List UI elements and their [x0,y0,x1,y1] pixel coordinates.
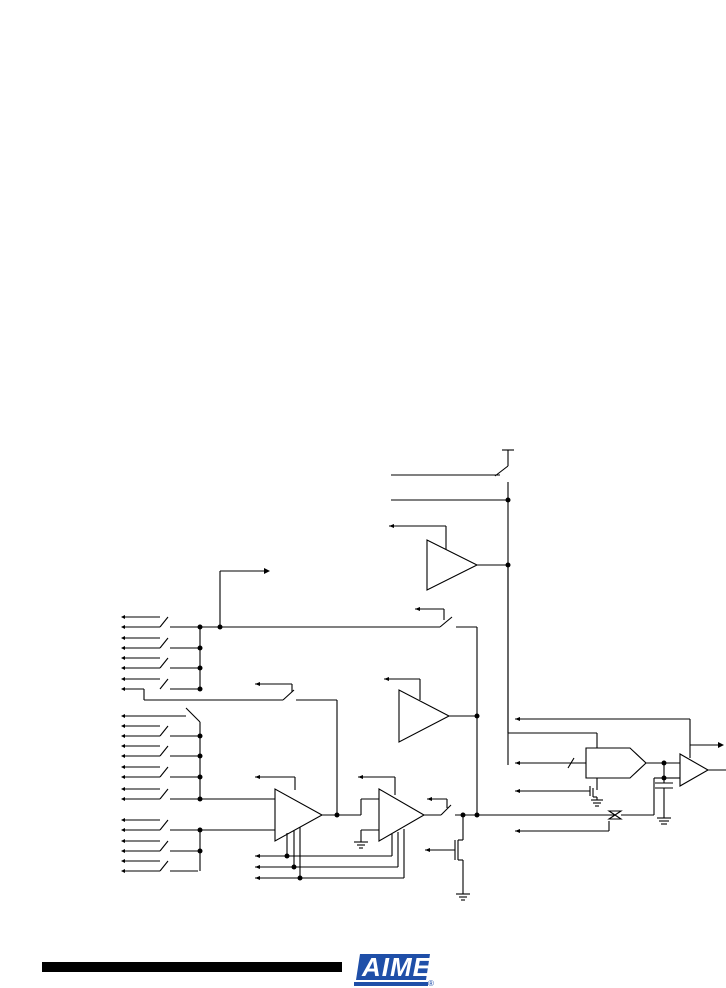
gain-switch [255,682,338,815]
transmission-gate [515,777,664,833]
reference-line-right [507,565,691,758]
input-mux-group-1 [121,615,283,701]
comparator [679,742,726,787]
second-stage-amp [287,775,426,879]
output-switch [424,797,615,818]
gain-amplifier [255,775,361,881]
mid-buffer-amp [384,677,480,743]
footer-bar [42,962,342,972]
atmel-logo: AIMEL ® [354,952,436,988]
reference-buffer-amp [389,524,511,591]
logo-registered-mark: ® [428,979,434,988]
branch-arrow [219,568,270,627]
sample-hold-cap [655,763,680,825]
logo-text: AIMEL [361,952,436,982]
input-mux-group-3 [121,818,275,873]
pulldown-transistor [425,815,470,901]
mux-bus-top [170,607,478,815]
input-mux-group-2 [121,707,275,802]
sar-register-block [515,747,680,807]
